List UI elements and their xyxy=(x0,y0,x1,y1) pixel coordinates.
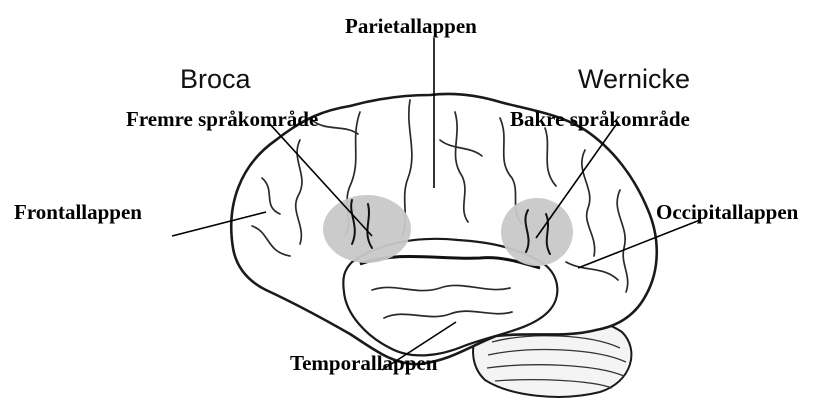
posterior-language-area-label: Bakre språkområde xyxy=(510,109,690,130)
anterior-language-area-label: Fremre språkområde xyxy=(126,109,318,130)
frontal-lobe-label: Frontallappen xyxy=(14,202,142,223)
parietal-lobe-label: Parietallappen xyxy=(345,16,477,37)
wernicke-area xyxy=(501,198,573,266)
temporal-lobe-label: Temporallappen xyxy=(290,353,437,374)
occipital-lobe-label: Occipitallappen xyxy=(656,202,798,223)
wernicke-label: Wernicke xyxy=(578,66,690,93)
broca-label: Broca xyxy=(180,66,251,93)
